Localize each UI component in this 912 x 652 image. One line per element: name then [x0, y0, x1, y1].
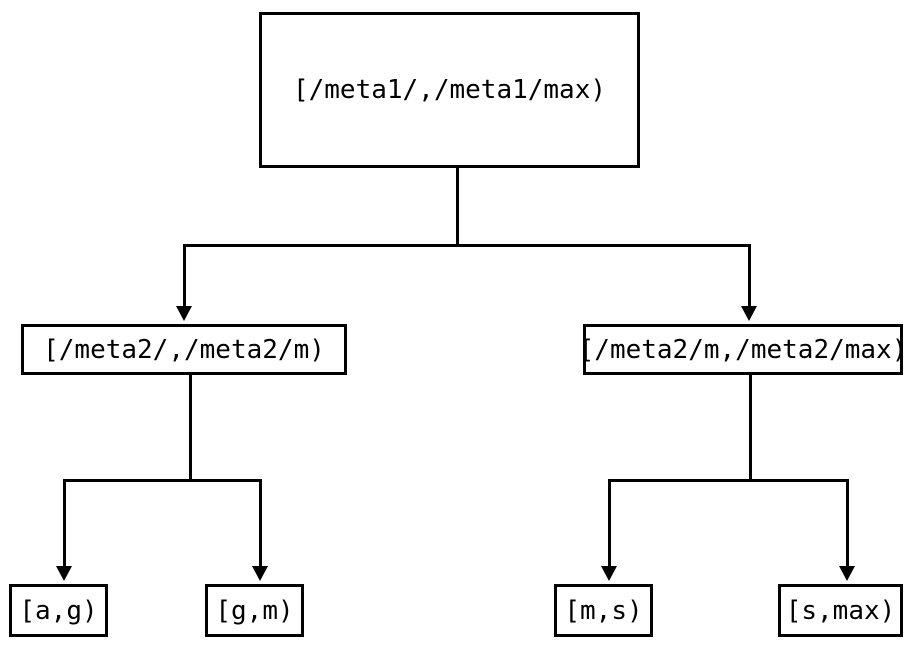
edge-branch-right-to-leaf-3 [608, 479, 611, 568]
arrowhead-branch-right-to-leaf-4-icon [839, 566, 855, 581]
node-leaf-1-label: [a,g) [19, 595, 98, 626]
node-leaf-4-label: [s,max) [785, 595, 896, 626]
arrowhead-branch-left-to-leaf-1-icon [56, 566, 72, 581]
edge-level1-bus [183, 244, 751, 247]
arrowhead-branch-right-to-leaf-3-icon [601, 566, 617, 581]
edge-root-stem [456, 167, 459, 246]
edge-branch-right-to-leaf-4 [846, 479, 849, 568]
node-branch-right[interactable]: [/meta2/m,/meta2/max) [579, 324, 907, 375]
arrowhead-root-to-branch-right-icon [741, 306, 757, 321]
node-root-label: [/meta1/,/meta1/max) [292, 75, 607, 105]
node-leaf-2[interactable]: [g,m) [205, 584, 304, 637]
node-leaf-3-label: [m,s) [564, 595, 643, 626]
node-branch-left[interactable]: [/meta2/,/meta2/m) [21, 324, 347, 375]
node-root[interactable]: [/meta1/,/meta1/max) [259, 12, 640, 168]
node-branch-left-label: [/meta2/,/meta2/m) [43, 334, 325, 365]
node-leaf-3[interactable]: [m,s) [554, 584, 653, 637]
edge-level2-left-bus [63, 479, 262, 482]
node-leaf-1[interactable]: [a,g) [9, 584, 108, 637]
edge-branch-left-to-leaf-2 [259, 479, 262, 568]
edge-branch-left-stem [189, 375, 192, 481]
node-branch-right-label: [/meta2/m,/meta2/max) [578, 334, 908, 365]
edge-root-to-branch-right [748, 244, 751, 308]
edge-branch-left-to-leaf-1 [63, 479, 66, 568]
arrowhead-root-to-branch-left-icon [176, 306, 192, 321]
node-leaf-2-label: [g,m) [215, 595, 294, 626]
edge-branch-right-stem [749, 375, 752, 481]
node-leaf-4[interactable]: [s,max) [778, 584, 903, 637]
edge-root-to-branch-left [183, 244, 186, 308]
edge-level2-right-bus [608, 479, 849, 482]
arrowhead-branch-left-to-leaf-2-icon [252, 566, 268, 581]
